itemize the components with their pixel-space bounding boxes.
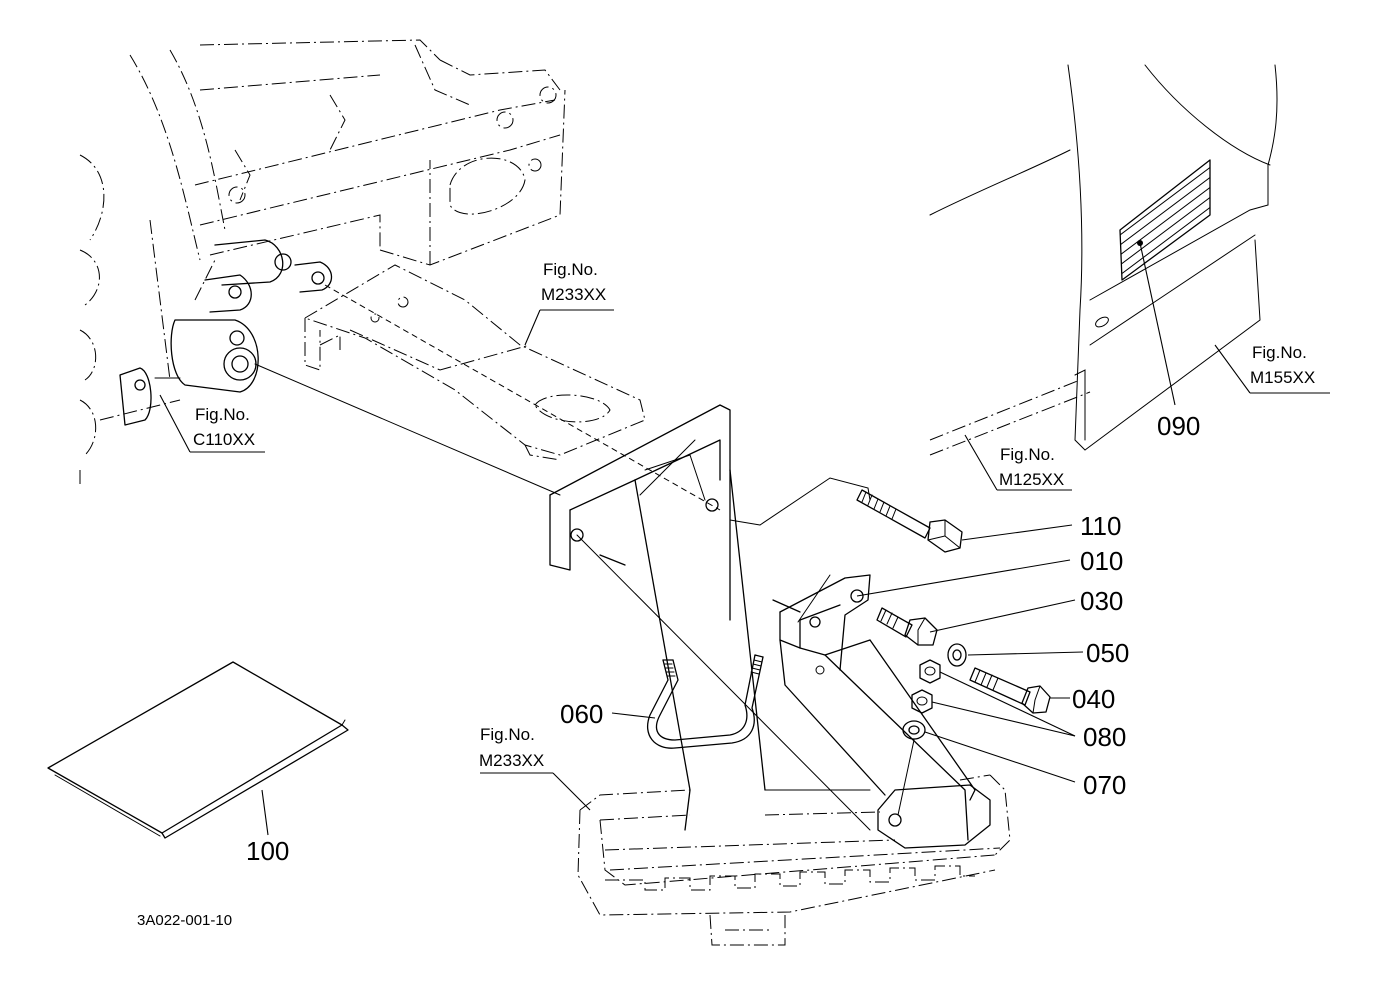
upper-bracket: [303, 264, 646, 461]
part-number-080: 080: [1083, 722, 1126, 752]
nut-080-upper: [919, 659, 941, 684]
washer-050: [947, 643, 967, 667]
housing-bosses: [119, 239, 333, 426]
fig-ref-m233-top-label: Fig.No.: [543, 260, 598, 279]
bolt-030: [876, 607, 938, 646]
operator-manual: [47, 661, 349, 839]
fig-ref-m155-code: M155XX: [1250, 368, 1315, 387]
step-plate: [577, 774, 1011, 946]
part-number-040: 040: [1072, 684, 1115, 714]
support-arm: [729, 477, 991, 849]
bolt-040: [969, 667, 1051, 714]
u-bolt: [647, 654, 764, 749]
part-number-090: 090: [1157, 411, 1200, 441]
fig-ref-m125-code: M125XX: [999, 470, 1064, 489]
nut-080-lower: [911, 689, 933, 714]
washer-070: [897, 720, 926, 816]
long-bolt: [856, 489, 963, 553]
part-number-070: 070: [1083, 770, 1126, 800]
leader-lines: [159, 242, 1330, 836]
fig-ref-c110-label: Fig.No.: [195, 405, 250, 424]
part-number-010: 010: [1080, 546, 1123, 576]
fig-ref-m233-top-code: M233XX: [541, 285, 606, 304]
part-number-110: 110: [1080, 511, 1121, 541]
fig-ref-m233-bottom-code: M233XX: [479, 751, 544, 770]
hanger-frame: [549, 404, 871, 831]
part-number-030: 030: [1080, 586, 1123, 616]
part-number-100: 100: [246, 836, 289, 866]
axis-lines: [154, 284, 721, 511]
fig-ref-m233-bottom-label: Fig.No.: [480, 725, 535, 744]
fig-ref-m125-label: Fig.No.: [1000, 445, 1055, 464]
part-number-060: 060: [560, 699, 603, 729]
part-number-050: 050: [1086, 638, 1129, 668]
drawing-code: 3A022-001-10: [137, 912, 232, 929]
fig-ref-m155-label: Fig.No.: [1252, 343, 1307, 362]
fig-ref-c110-code: C110XX: [193, 430, 255, 449]
transmission-housing: [79, 39, 566, 485]
fender-panel: [929, 64, 1278, 456]
